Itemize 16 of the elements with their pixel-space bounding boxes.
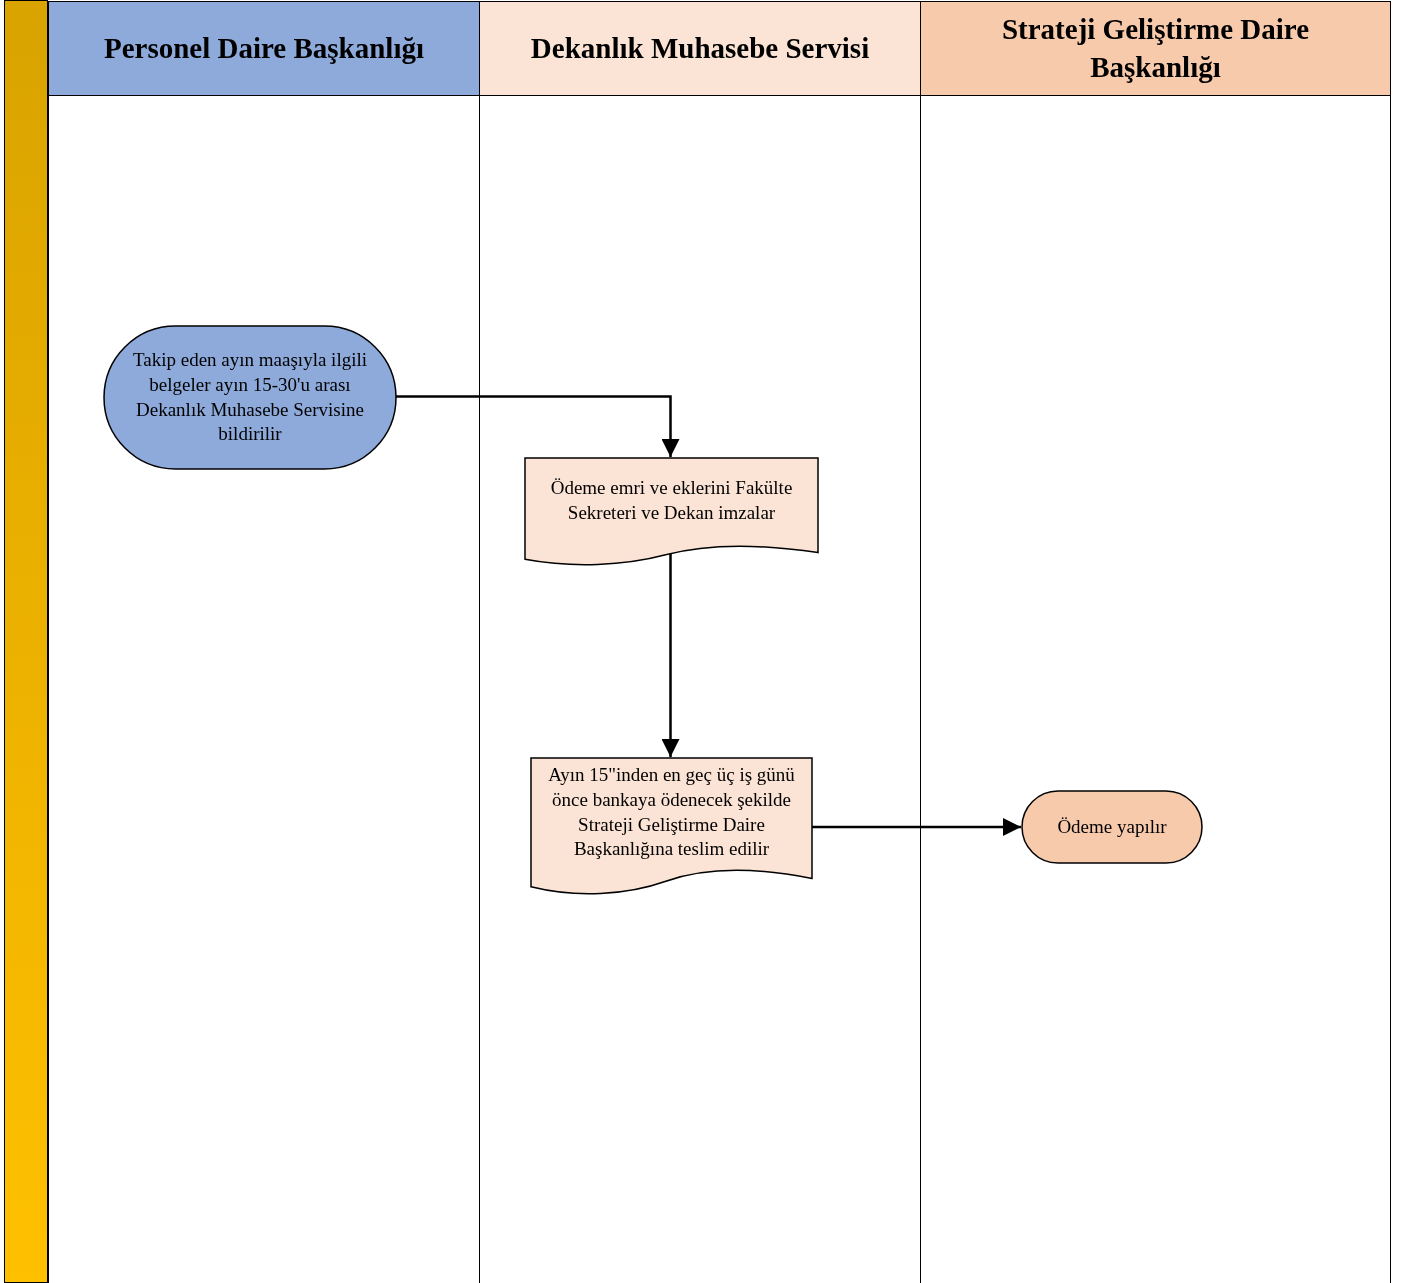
lane-header: Personel Daire Başkanlığı: [49, 2, 479, 96]
arrow: [661, 552, 680, 757]
arrow: [395, 395, 680, 457]
step-text: Ayın 15"inden en geç üç iş günü önce bankaya ödenecek şekilde Strateji Geliştirme Daire Başkanlığına teslim edilir: [547, 763, 796, 862]
document-shape: [525, 458, 818, 568]
terminal-shape: [1022, 791, 1202, 863]
side-bar: [4, 0, 48, 1283]
step-text: Ödeme yapılır: [1057, 814, 1167, 839]
lane-header: Dekanlık Muhasebe Servisi: [480, 2, 920, 96]
terminal-shape: [104, 326, 396, 469]
lane-header: Strateji Geliştirme Daire Başkanlığı: [921, 2, 1390, 96]
swimlane: [48, 1, 480, 1283]
step-text: Takip eden ayın maaşıyla ilgili belgeler ayın 15-30'u arası Dekanlık Muhasebe Servisine bildirilir: [132, 348, 368, 447]
arrow: [811, 818, 1021, 836]
swimlane: [920, 1, 1391, 1283]
step-text: Ödeme emri ve eklerini Fakülte Sekreteri ve Dekan imzalar: [549, 476, 794, 525]
